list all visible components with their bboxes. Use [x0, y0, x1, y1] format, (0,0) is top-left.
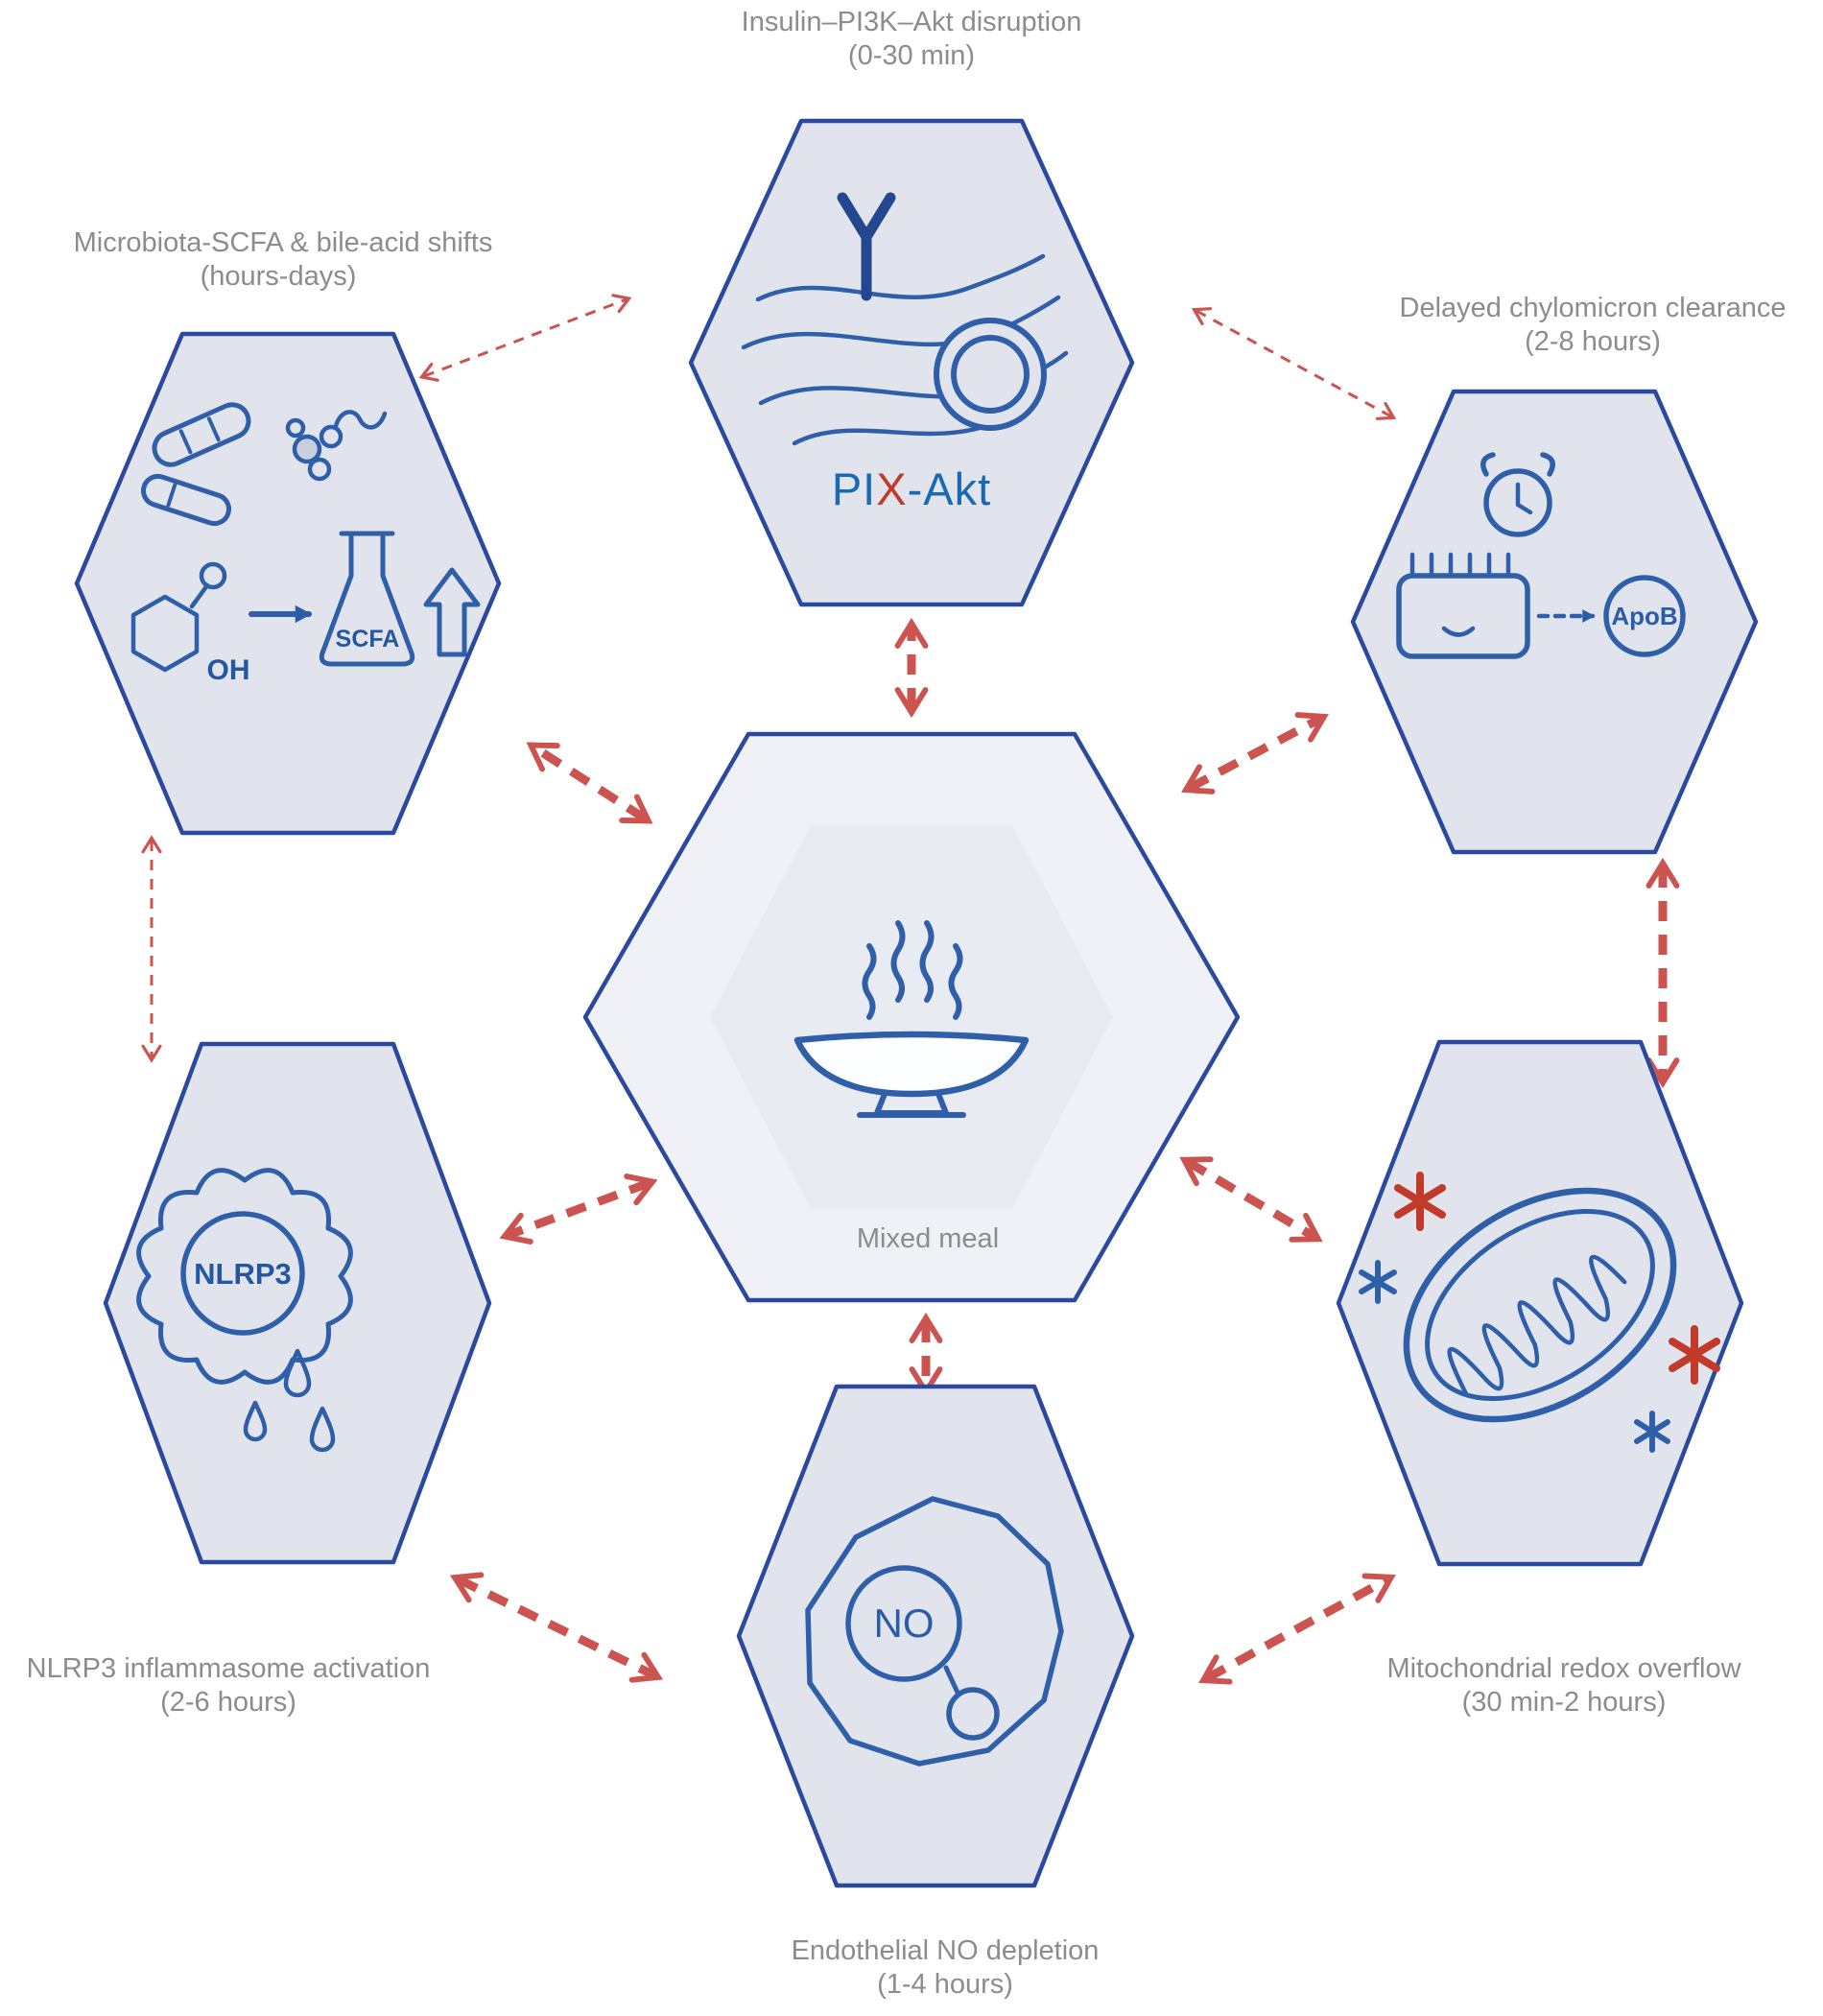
- mixed-meal-icon: [793, 920, 1030, 1118]
- vesicle-icon: [934, 318, 1047, 431]
- chylomicron-particle-icon: [1396, 552, 1530, 659]
- insulin-receptor-icon: [837, 192, 896, 301]
- node-labels: Insulin–PI3K–Akt disruption (0-30 min) M…: [27, 7, 1787, 2000]
- label-mitochondrial-title: Mitochondrial redox overflow: [1386, 1653, 1741, 1684]
- bacteria-rod-small-icon: [141, 473, 231, 527]
- bacteria-rod-icon: [152, 402, 251, 467]
- vessel-outline-icon: [805, 1496, 1064, 1767]
- plate-icon: [793, 1031, 1030, 1118]
- microbiota-icon: [130, 402, 481, 673]
- label-insulin-title: Insulin–PI3K–Akt disruption: [742, 7, 1082, 37]
- pi3k-akt-text-x: X: [876, 463, 907, 514]
- no-text: NO: [874, 1601, 935, 1646]
- ros-asterisk-red-icon: [1394, 1172, 1446, 1231]
- ros-asterisk-blue-icon: [1359, 1260, 1397, 1304]
- no-circle: [845, 1565, 962, 1682]
- mixed-meal-label: Mixed meal: [857, 1223, 999, 1254]
- apob-text: ApoB: [1611, 602, 1677, 630]
- label-chylomicron-title: Delayed chylomicron clearance: [1400, 293, 1787, 323]
- arrow-center-mitochondrial: [1179, 1156, 1323, 1243]
- endothelial-no-icon: [805, 1496, 1064, 1767]
- mitochondrion-icon: [1359, 1172, 1720, 1453]
- no-connector: [943, 1665, 961, 1697]
- hexagon-insulin: [688, 118, 1135, 607]
- label-insulin-timing: (0-30 min): [848, 40, 975, 71]
- hexagon-chylomicron: [1350, 389, 1759, 855]
- steam-icon: [862, 920, 963, 1020]
- arrow-microbiota-insulin: [418, 294, 632, 382]
- arrow-center-chylomicron: [1181, 712, 1329, 795]
- oh-text: OH: [207, 654, 250, 686]
- arrow-nlrp3-endothelial: [449, 1572, 664, 1683]
- label-mitochondrial-timing: (30 min-2 hours): [1462, 1687, 1667, 1718]
- nlrp3-text: NLRP3: [194, 1257, 292, 1291]
- no-satellite-circle: [946, 1687, 1000, 1741]
- connector-arrows: [141, 294, 1680, 1685]
- chylomicron-icon: [1396, 452, 1686, 659]
- nlrp3-inflammasome-icon: [136, 1168, 353, 1453]
- insulin-signaling-icon: [741, 192, 1069, 446]
- pi3k-akt-text-akt: -Akt: [908, 463, 992, 514]
- hexagon-mixed-meal-inner: [710, 825, 1113, 1209]
- mitochondrion-outer-membrane: [1403, 1187, 1677, 1423]
- hexagon-mitochondrial: [1336, 1039, 1744, 1567]
- ros-asterisk-blue2-icon: [1634, 1411, 1670, 1453]
- scfa-flask-icon: [319, 531, 415, 667]
- nlrp3-circle: [180, 1211, 305, 1336]
- apob-circle: [1603, 575, 1686, 657]
- scfa-text: SCFA: [336, 626, 400, 652]
- label-nlrp3-title: NLRP3 inflammasome activation: [27, 1653, 431, 1684]
- label-microbiota-timing: (hours-days): [201, 261, 357, 292]
- bile-acid-molecule-icon: [130, 561, 227, 673]
- alarm-clock-icon: [1480, 452, 1555, 537]
- label-chylomicron-timing: (2-8 hours): [1525, 326, 1661, 357]
- hexagon-nlrp3: [103, 1041, 492, 1565]
- cristae-icon: [1447, 1254, 1627, 1397]
- spirillum-icon: [333, 410, 388, 430]
- arrow-endothelial-mitochondrial: [1198, 1573, 1396, 1685]
- label-microbiota-title: Microbiota-SCFA & bile-acid shifts: [74, 227, 493, 258]
- pi3k-akt-text-pi: PI: [832, 463, 876, 514]
- label-endothelial-title: Endothelial NO depletion: [792, 1935, 1100, 1966]
- increase-arrow-icon: [423, 567, 481, 657]
- arrow-center-nlrp3: [499, 1174, 658, 1245]
- pi3k-akt-text: PIX-Akt: [832, 463, 991, 514]
- label-endothelial-timing: (1-4 hours): [877, 1969, 1013, 2000]
- hexagon-endothelial: [736, 1384, 1135, 1888]
- arrow-center-microbiota: [526, 742, 653, 824]
- label-nlrp3-timing: (2-6 hours): [160, 1687, 296, 1718]
- ros-asterisk-red2-icon: [1669, 1325, 1720, 1385]
- mitochondrion-inner-membrane: [1425, 1208, 1655, 1402]
- hexagon-microbiota: [74, 331, 502, 836]
- arrow-insulin-chylomicron: [1191, 307, 1397, 420]
- cocci-cluster-icon: [285, 417, 343, 482]
- droplet-icons: [243, 1348, 336, 1453]
